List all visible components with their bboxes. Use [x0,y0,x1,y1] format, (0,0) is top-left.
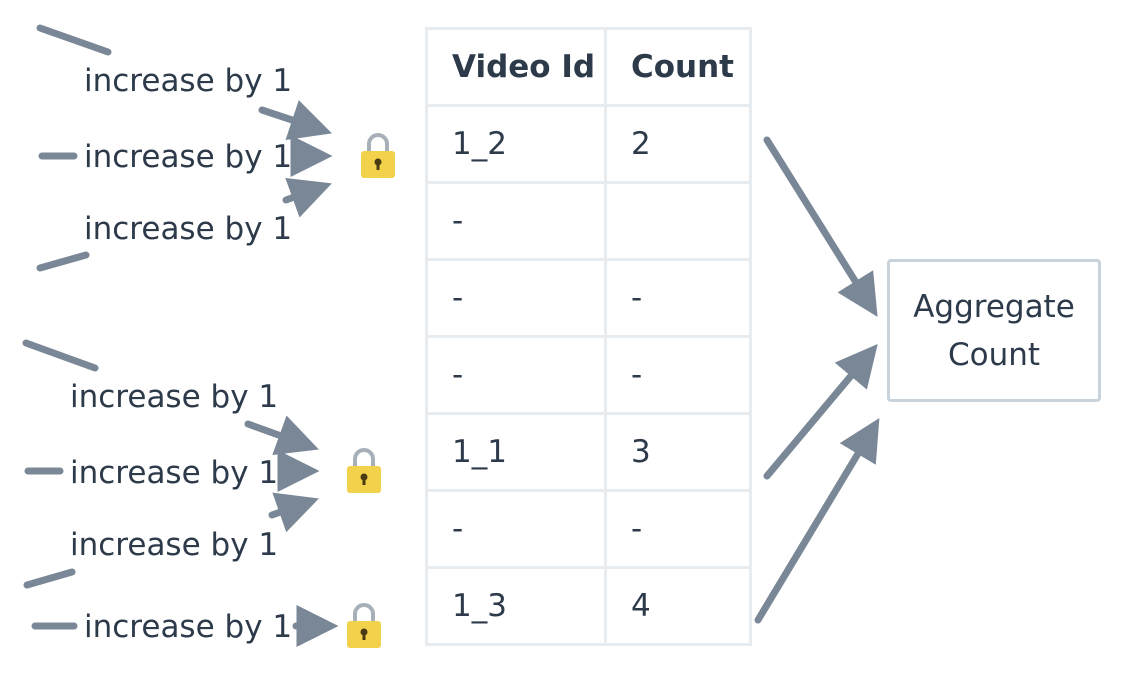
increase-label-1b: increase by 1 [84,139,293,175]
incoming-stub-2c [23,568,76,589]
cell-count [604,181,752,261]
aggregate-label-line1: Aggregate [913,288,1075,325]
incoming-stub-1a [36,24,112,56]
incoming-stub-2a [22,339,99,372]
cell-video-id: 1_3 [425,566,607,646]
table-row: 1_1 3 [425,412,752,492]
arrow-row-1-2-to-aggregate [763,136,878,317]
cell-video-id: 1_1 [425,412,607,492]
padlock-icon [361,133,395,178]
increase-label-2a: increase by 1 [70,379,279,415]
table-row: - - [425,258,752,338]
table-row: 1_3 4 [425,566,752,646]
increase-label-1c: increase by 1 [84,211,293,247]
padlock-icon [347,448,381,493]
header-count: Count [604,27,752,107]
arrow-row-1-1-to-aggregate [763,343,878,480]
arrow-row-1-3-to-aggregate [754,418,880,624]
incoming-stub-1c [36,251,90,272]
cell-video-id: - [425,258,607,338]
increase-label-1a: increase by 1 [84,63,293,99]
increase-label-3: increase by 1 [84,609,293,645]
aggregate-count-box: Aggregate Count [887,259,1101,402]
table-row: - - [425,489,752,569]
cell-count: 4 [604,566,752,646]
increase-label-2c: increase by 1 [70,527,279,563]
cell-count: - [604,258,752,338]
arrow-2c [268,492,319,533]
padlock-icon [347,603,381,648]
cell-video-id: - [425,489,607,569]
table-row: - - [425,335,752,415]
table-row: - [425,181,752,261]
video-count-table: Video Id Count 1_2 2 - - - - - 1_1 3 - -… [425,27,752,646]
table-row: 1_2 2 [425,104,752,184]
arrow-2a [244,415,319,456]
cell-video-id: - [425,335,607,415]
cell-count: - [604,335,752,415]
aggregate-label-line2: Count [947,336,1041,373]
cell-count: 3 [604,412,752,492]
arrow-1c [282,177,332,218]
increase-label-2b: increase by 1 [70,455,279,491]
arrow-1a [258,100,332,140]
cell-video-id: 1_2 [425,104,607,184]
table-header-row: Video Id Count [425,27,752,107]
cell-count: 2 [604,104,752,184]
cell-count: - [604,489,752,569]
cell-video-id: - [425,181,607,261]
header-video-id: Video Id [425,27,607,107]
